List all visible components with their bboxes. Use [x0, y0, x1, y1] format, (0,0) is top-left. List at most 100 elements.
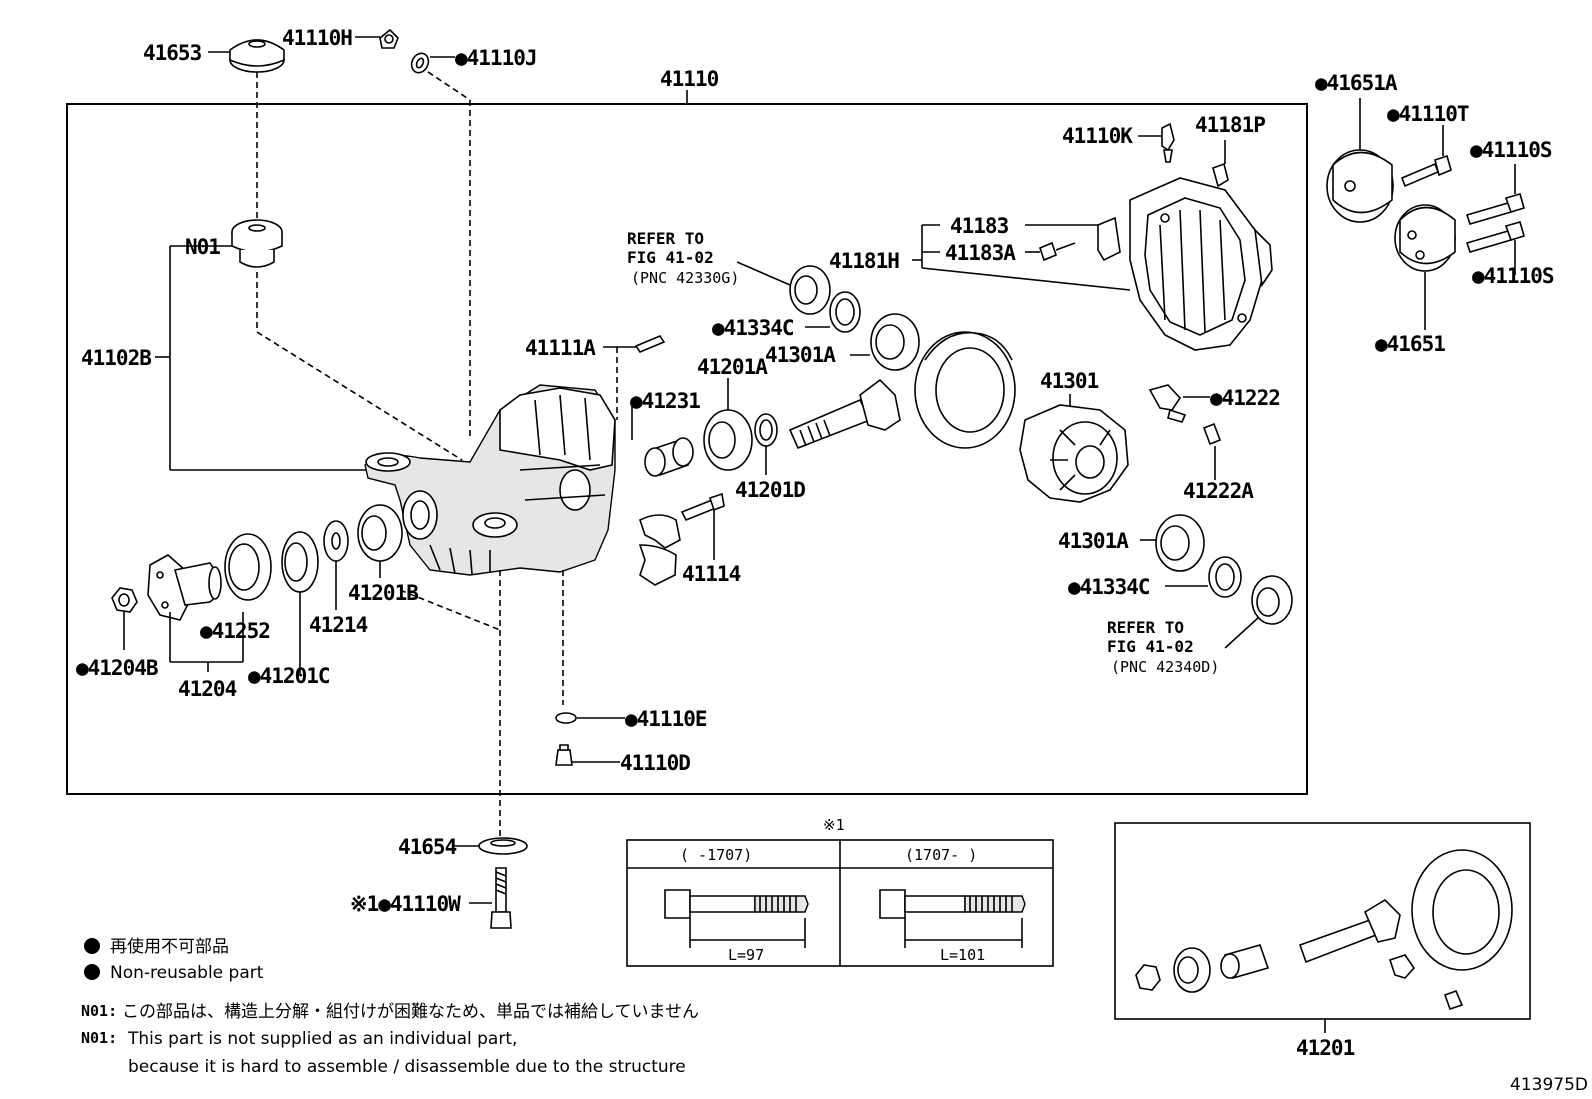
note-prefix-jp: N01:	[81, 1002, 117, 1020]
figure-id: 413975D	[1510, 1075, 1588, 1095]
rear-cover-41181H	[1129, 177, 1273, 351]
label-41110T[interactable]: ●41110T	[1387, 102, 1470, 126]
note-prefix-en: N01:	[81, 1029, 117, 1047]
label-41252[interactable]: ●41252	[200, 619, 271, 643]
label-41201C[interactable]: ●41201C	[248, 664, 331, 688]
bolt-short	[664, 889, 809, 948]
cushion-41654	[478, 837, 528, 855]
table-col2-header: (1707- )	[905, 846, 977, 864]
legend-en: Non-reusable part	[110, 963, 264, 983]
differential-case	[1019, 404, 1129, 503]
label-41222[interactable]: ●41222	[1210, 386, 1281, 410]
shim-41201D	[754, 413, 778, 447]
table-col1-header: ( -1707)	[680, 846, 752, 864]
note-en-line2: because it is hard to assemble / disasse…	[128, 1057, 686, 1077]
cushion-41651	[1394, 204, 1456, 272]
gear-kit-parts	[1135, 849, 1513, 1011]
label-41183A[interactable]: 41183A	[945, 241, 1017, 265]
cushion-41651A	[1326, 149, 1394, 223]
plate-41183	[1097, 216, 1121, 262]
label-41110W[interactable]: ※1●41110W	[350, 892, 462, 916]
label-41110D[interactable]: 41110D	[620, 751, 691, 775]
label-41654[interactable]: 41654	[398, 835, 458, 859]
table-mark: ※1	[823, 816, 845, 834]
bearing-41301A-lower	[1155, 514, 1205, 572]
refer-top-line2: FIG 41-02	[627, 248, 714, 267]
label-41651[interactable]: ●41651	[1375, 332, 1446, 356]
bearing-cap-41114	[638, 492, 725, 586]
pin-41111A	[634, 335, 666, 353]
deflector-41252	[224, 533, 272, 601]
label-41204[interactable]: 41204	[178, 677, 238, 701]
differential-carrier-housing	[364, 384, 616, 576]
label-41111A[interactable]: 41111A	[525, 336, 597, 360]
label-41110H[interactable]: 41110H	[282, 26, 353, 50]
bolt-41222A	[1202, 422, 1222, 446]
oil-seal-lower	[1251, 575, 1293, 625]
bearing-41201B	[357, 504, 403, 562]
length-101: L=101	[940, 946, 985, 964]
gear-kit-box-41201	[1114, 822, 1531, 1020]
washer-41110J	[410, 52, 430, 74]
bolt-long	[879, 889, 1026, 948]
bolt-41110W	[490, 867, 512, 929]
mount-N01	[231, 219, 283, 268]
label-41201B[interactable]: 41201B	[348, 581, 419, 605]
label-41114[interactable]: 41114	[682, 562, 742, 586]
label-41110J[interactable]: ●41110J	[455, 46, 538, 70]
washer-41214	[323, 520, 349, 562]
label-41183[interactable]: 41183	[950, 214, 1010, 238]
label-41110S-a[interactable]: ●41110S	[1470, 138, 1553, 162]
label-41201[interactable]: 41201	[1296, 1036, 1356, 1060]
label-41651A[interactable]: ●41651A	[1315, 71, 1399, 95]
refer-top-line1: REFER TO	[627, 229, 704, 248]
label-41204B[interactable]: ●41204B	[76, 656, 159, 680]
bolt-41110T	[1400, 154, 1452, 188]
label-41334C-b[interactable]: ●41334C	[1068, 575, 1151, 599]
cap-41653	[229, 39, 285, 73]
label-41201A[interactable]: 41201A	[697, 355, 769, 379]
nut-41204B	[111, 587, 138, 613]
bolts-41110S	[1465, 193, 1525, 253]
note-jp: この部品は、構造上分解・組付けが困難なため、単品では補給していません	[122, 1002, 699, 1022]
plug-41110D	[555, 744, 573, 766]
legend-bullet-en	[84, 964, 100, 980]
plug-41181P	[1212, 162, 1229, 188]
label-41110[interactable]: 41110	[660, 67, 720, 91]
refer-bottom-line2: FIG 41-02	[1107, 637, 1194, 656]
bearing-41301A-upper	[870, 313, 920, 371]
label-41102B[interactable]: 41102B	[81, 346, 152, 370]
label-41110E[interactable]: ●41110E	[625, 707, 708, 731]
oil-seal-upper	[789, 265, 831, 315]
gasket-41110E	[555, 712, 577, 724]
legend-jp: 再使用不可部品	[110, 936, 229, 957]
seal-41201C	[281, 531, 319, 593]
label-41181P[interactable]: 41181P	[1195, 113, 1266, 137]
refer-top-line3: (PNC 42330G)	[631, 269, 739, 287]
label-41181H[interactable]: 41181H	[829, 249, 900, 273]
label-N01[interactable]: N01	[185, 235, 221, 259]
note-en-line1: This part is not supplied as an individu…	[127, 1029, 517, 1049]
refer-bottom-line1: REFER TO	[1107, 618, 1184, 637]
length-97: L=97	[728, 946, 764, 964]
refer-bottom-line3: (PNC 42340D)	[1111, 658, 1219, 676]
label-41214[interactable]: 41214	[309, 613, 369, 637]
label-41110S-b[interactable]: ●41110S	[1472, 264, 1555, 288]
seal-41334C-upper	[829, 291, 861, 333]
label-41231[interactable]: ●41231	[630, 389, 701, 413]
legend-bullet-jp	[84, 938, 100, 954]
label-41301A-b[interactable]: 41301A	[1058, 529, 1130, 553]
label-41334C-a[interactable]: ●41334C	[712, 316, 795, 340]
spacer-41231	[644, 437, 694, 477]
label-41301[interactable]: 41301	[1040, 369, 1100, 393]
plug-41110K	[1161, 122, 1175, 163]
label-41201D[interactable]: 41201D	[735, 478, 806, 502]
flange-41204	[147, 554, 222, 621]
label-41222A[interactable]: 41222A	[1183, 479, 1255, 503]
bolt-41183A	[1039, 241, 1076, 262]
label-41301A-a[interactable]: 41301A	[765, 343, 837, 367]
label-41653[interactable]: 41653	[143, 41, 203, 65]
sensor-41222	[1148, 384, 1187, 423]
label-41110K[interactable]: 41110K	[1062, 124, 1134, 148]
